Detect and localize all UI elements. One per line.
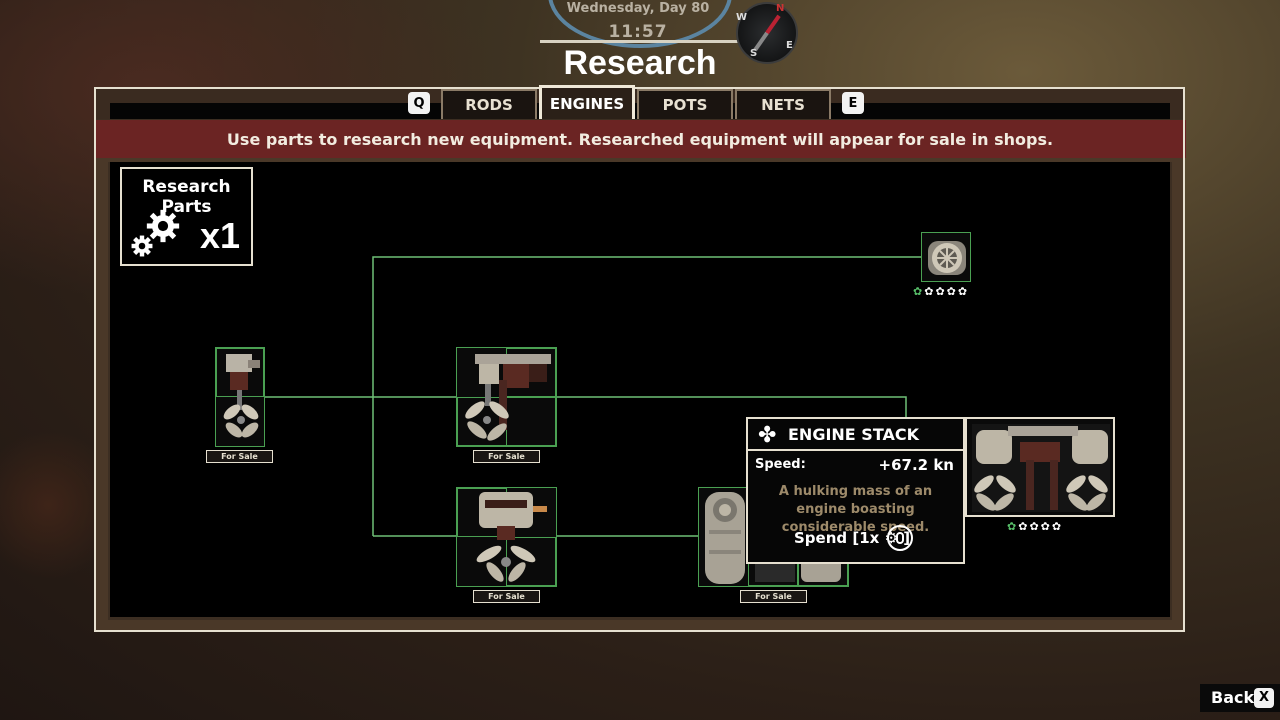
propeller-icon: ✤ [758,423,777,448]
gear-star-icon: ✿ [957,285,968,298]
speed-label: Speed: [755,457,806,472]
engine-node-twin[interactable] [456,347,557,447]
for-sale-badge: For Sale [740,590,807,603]
engine-node-fan[interactable] [921,232,971,282]
gear-star-icon: ✿ [1029,520,1039,533]
header-divider [540,40,740,43]
compass-north: N [776,3,785,14]
tooltip-header: ✤ ENGINE STACK [748,419,963,451]
gear-star-icon: ✿ [946,285,956,298]
compass-south: S [750,48,758,59]
gear-small-icon [131,235,153,257]
research-progress-stars: ✿ ✿ ✿ ✿ ✿ [1007,520,1061,533]
engine-part-icon [465,354,551,441]
back-key: X [1254,688,1274,708]
for-sale-badge: For Sale [473,590,540,603]
mouse-click-icon [887,525,913,551]
engine-part-icon [223,354,260,438]
tab-nets[interactable]: NETS [735,89,831,119]
compass-west: W [736,12,748,23]
gear-star-icon: ✿ [1051,520,1062,533]
tooltip-item-name: ENGINE STACK [788,425,920,444]
time-label: 11:57 [608,22,668,42]
research-parts-panel: Research Parts x1 [120,167,253,266]
tree-frame [96,158,1184,632]
compass-icon: N W S E [736,2,798,64]
day-clock: Wednesday, Day 80 11:57 [548,0,732,48]
research-parts-count: x1 [200,215,241,256]
spend-action[interactable]: Spend [1x ⚙ ] [794,529,911,547]
day-label: Wednesday, Day 80 [566,1,710,16]
category-tabs: Q RODS ENGINES POTS NETS E [408,85,864,119]
item-description: A hulking mass of an engine boasting con… [778,484,933,535]
engine-part-icon [928,241,966,275]
tab-engines[interactable]: ENGINES [539,85,635,119]
for-sale-badge: For Sale [206,450,273,463]
for-sale-badge: For Sale [473,450,540,463]
gear-star-icon: ✿ [924,285,934,298]
speed-value: +67.2 kn [878,456,954,474]
gear-star-icon: ✿ [1040,520,1050,533]
engine-node-stack-selected[interactable] [965,417,1115,517]
back-button[interactable]: Back X [1200,684,1280,712]
gear-star-icon: ✿ [1018,520,1028,533]
engine-part-icon [476,492,547,582]
gear-star-icon: ✿ [935,285,945,298]
compass-east: E [786,40,793,51]
compass-needle [753,14,781,52]
prev-tab-key[interactable]: Q [408,92,430,114]
gear-star-icon: ✿ [913,285,923,298]
research-progress-stars: ✿ ✿ ✿ ✿ ✿ [913,285,967,298]
tab-rods[interactable]: RODS [441,89,537,119]
tab-pots[interactable]: POTS [637,89,733,119]
item-tooltip: ✤ ENGINE STACK Speed: +67.2 kn A hulking… [746,417,965,564]
research-tree-area [110,162,1170,617]
engine-node-basic[interactable] [215,347,265,447]
research-parts-label: Research Parts [142,177,231,217]
engine-node-heavy[interactable] [456,487,557,587]
instruction-banner: Use parts to research new equipment. Res… [94,120,1186,158]
page-title: Research [563,44,717,82]
next-tab-key[interactable]: E [842,92,864,114]
engine-part-icon [972,424,1110,512]
gear-star-icon: ✿ [1007,520,1017,533]
gear-icon [146,209,180,243]
back-label: Back [1211,688,1255,707]
